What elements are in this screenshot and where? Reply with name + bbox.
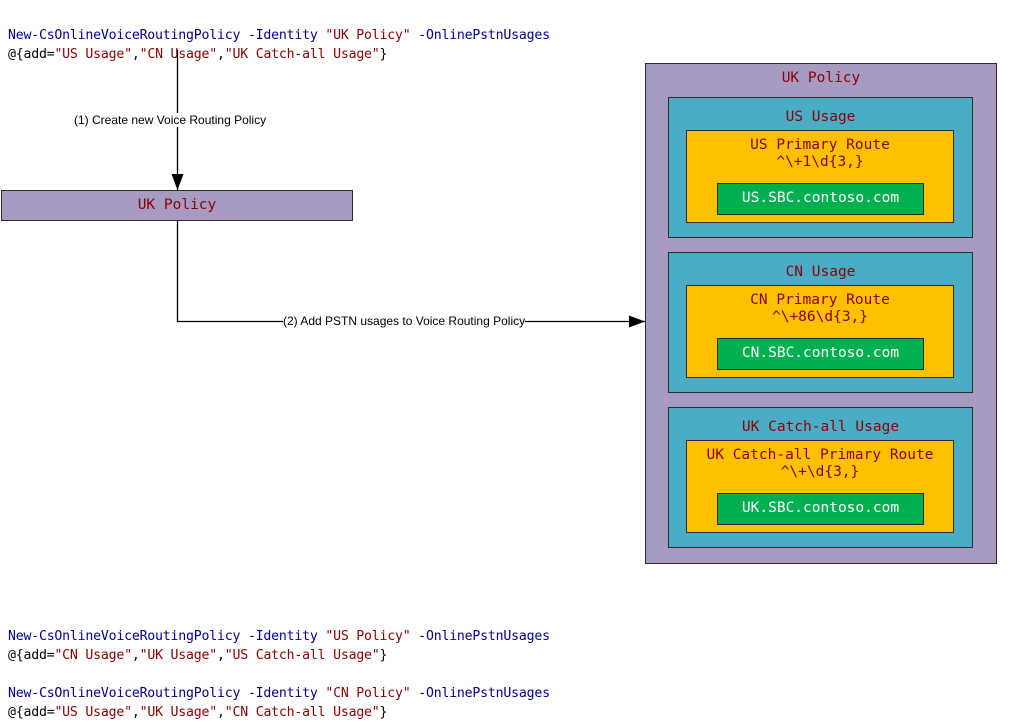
usage-value: "UK Usage" — [139, 648, 218, 663]
usage-value: "UK Usage" — [139, 705, 218, 720]
usage-value: "US Usage" — [54, 47, 132, 62]
suffix: } — [379, 648, 388, 663]
route-box: UK Catch-all Primary Route ^\+\d{3,} UK.… — [686, 440, 954, 533]
param-usages: -OnlinePstnUsages — [418, 629, 550, 644]
policy-detail-title: UK Policy — [781, 70, 861, 86]
sbc-box: US.SBC.contoso.com — [717, 183, 924, 215]
sbc-fqdn: CN.SBC.contoso.com — [741, 345, 900, 361]
sbc-box: CN.SBC.contoso.com — [717, 338, 924, 370]
usage-box-uk-catch-all: UK Catch-all Usage UK Catch-all Primary … — [668, 407, 973, 548]
step2-label: (2) Add PSTN usages to Voice Routing Pol… — [283, 314, 526, 328]
cmdlet: New-CsOnlineVoiceRoutingPolicy — [8, 28, 241, 43]
route-name: UK Catch-all Primary Route — [706, 447, 934, 463]
identity-value: "CN Policy" — [325, 686, 411, 701]
add-prefix: @{add= — [8, 648, 55, 663]
add-prefix: @{add= — [8, 705, 55, 720]
usage-box-us: US Usage US Primary Route ^\+1\d{3,} US.… — [668, 97, 973, 238]
usage-name: CN Usage — [785, 264, 856, 280]
separator: , — [217, 705, 225, 720]
identity-value: "US Policy" — [325, 629, 411, 644]
usage-value: "US Catch-all Usage" — [224, 648, 380, 663]
uk-policy-box: UK Policy — [1, 190, 353, 221]
usage-value: "CN Usage" — [54, 648, 132, 663]
uk-policy-detail: UK Policy US Usage US Primary Route ^\+1… — [645, 63, 997, 564]
command-us-policy: New-CsOnlineVoiceRoutingPolicy -Identity… — [8, 608, 550, 665]
separator: , — [131, 705, 140, 720]
param-identity: -Identity — [247, 686, 318, 701]
usage-value: "UK Catch-all Usage" — [224, 47, 380, 62]
cmdlet: New-CsOnlineVoiceRoutingPolicy — [8, 629, 241, 644]
suffix: } — [379, 47, 388, 62]
command-uk-policy: New-CsOnlineVoiceRoutingPolicy -Identity… — [8, 7, 550, 64]
add-prefix: @{add= — [8, 47, 55, 62]
cmdlet: New-CsOnlineVoiceRoutingPolicy — [8, 686, 241, 701]
route-name: US Primary Route — [750, 137, 890, 153]
separator: , — [131, 47, 140, 62]
param-identity: -Identity — [247, 28, 318, 43]
separator: , — [217, 648, 225, 663]
usage-value: "CN Usage" — [139, 47, 218, 62]
route-name: CN Primary Route — [750, 292, 890, 308]
route-box: CN Primary Route ^\+86\d{3,} CN.SBC.cont… — [686, 285, 954, 378]
sbc-fqdn: US.SBC.contoso.com — [741, 190, 900, 206]
sbc-fqdn: UK.SBC.contoso.com — [741, 500, 900, 516]
usage-value: "US Usage" — [54, 705, 132, 720]
uk-policy-title: UK Policy — [137, 197, 217, 213]
usage-value: "CN Catch-all Usage" — [224, 705, 380, 720]
usage-name: UK Catch-all Usage — [741, 419, 900, 435]
route-pattern: ^\+\d{3,} — [780, 464, 860, 480]
usage-name: US Usage — [785, 109, 856, 125]
identity-value: "UK Policy" — [325, 28, 411, 43]
separator: , — [217, 47, 225, 62]
step2-arrow — [176, 221, 645, 328]
param-usages: -OnlinePstnUsages — [418, 28, 550, 43]
usage-box-cn: CN Usage CN Primary Route ^\+86\d{3,} CN… — [668, 252, 973, 393]
param-identity: -Identity — [247, 629, 318, 644]
param-usages: -OnlinePstnUsages — [418, 686, 550, 701]
route-pattern: ^\+86\d{3,} — [771, 309, 869, 325]
sbc-box: UK.SBC.contoso.com — [717, 493, 924, 525]
route-box: US Primary Route ^\+1\d{3,} US.SBC.conto… — [686, 130, 954, 223]
suffix: } — [379, 705, 388, 720]
route-pattern: ^\+1\d{3,} — [776, 154, 864, 170]
command-cn-policy: New-CsOnlineVoiceRoutingPolicy -Identity… — [8, 665, 550, 722]
step1-label: (1) Create new Voice Routing Policy — [74, 113, 267, 127]
separator: , — [131, 648, 140, 663]
